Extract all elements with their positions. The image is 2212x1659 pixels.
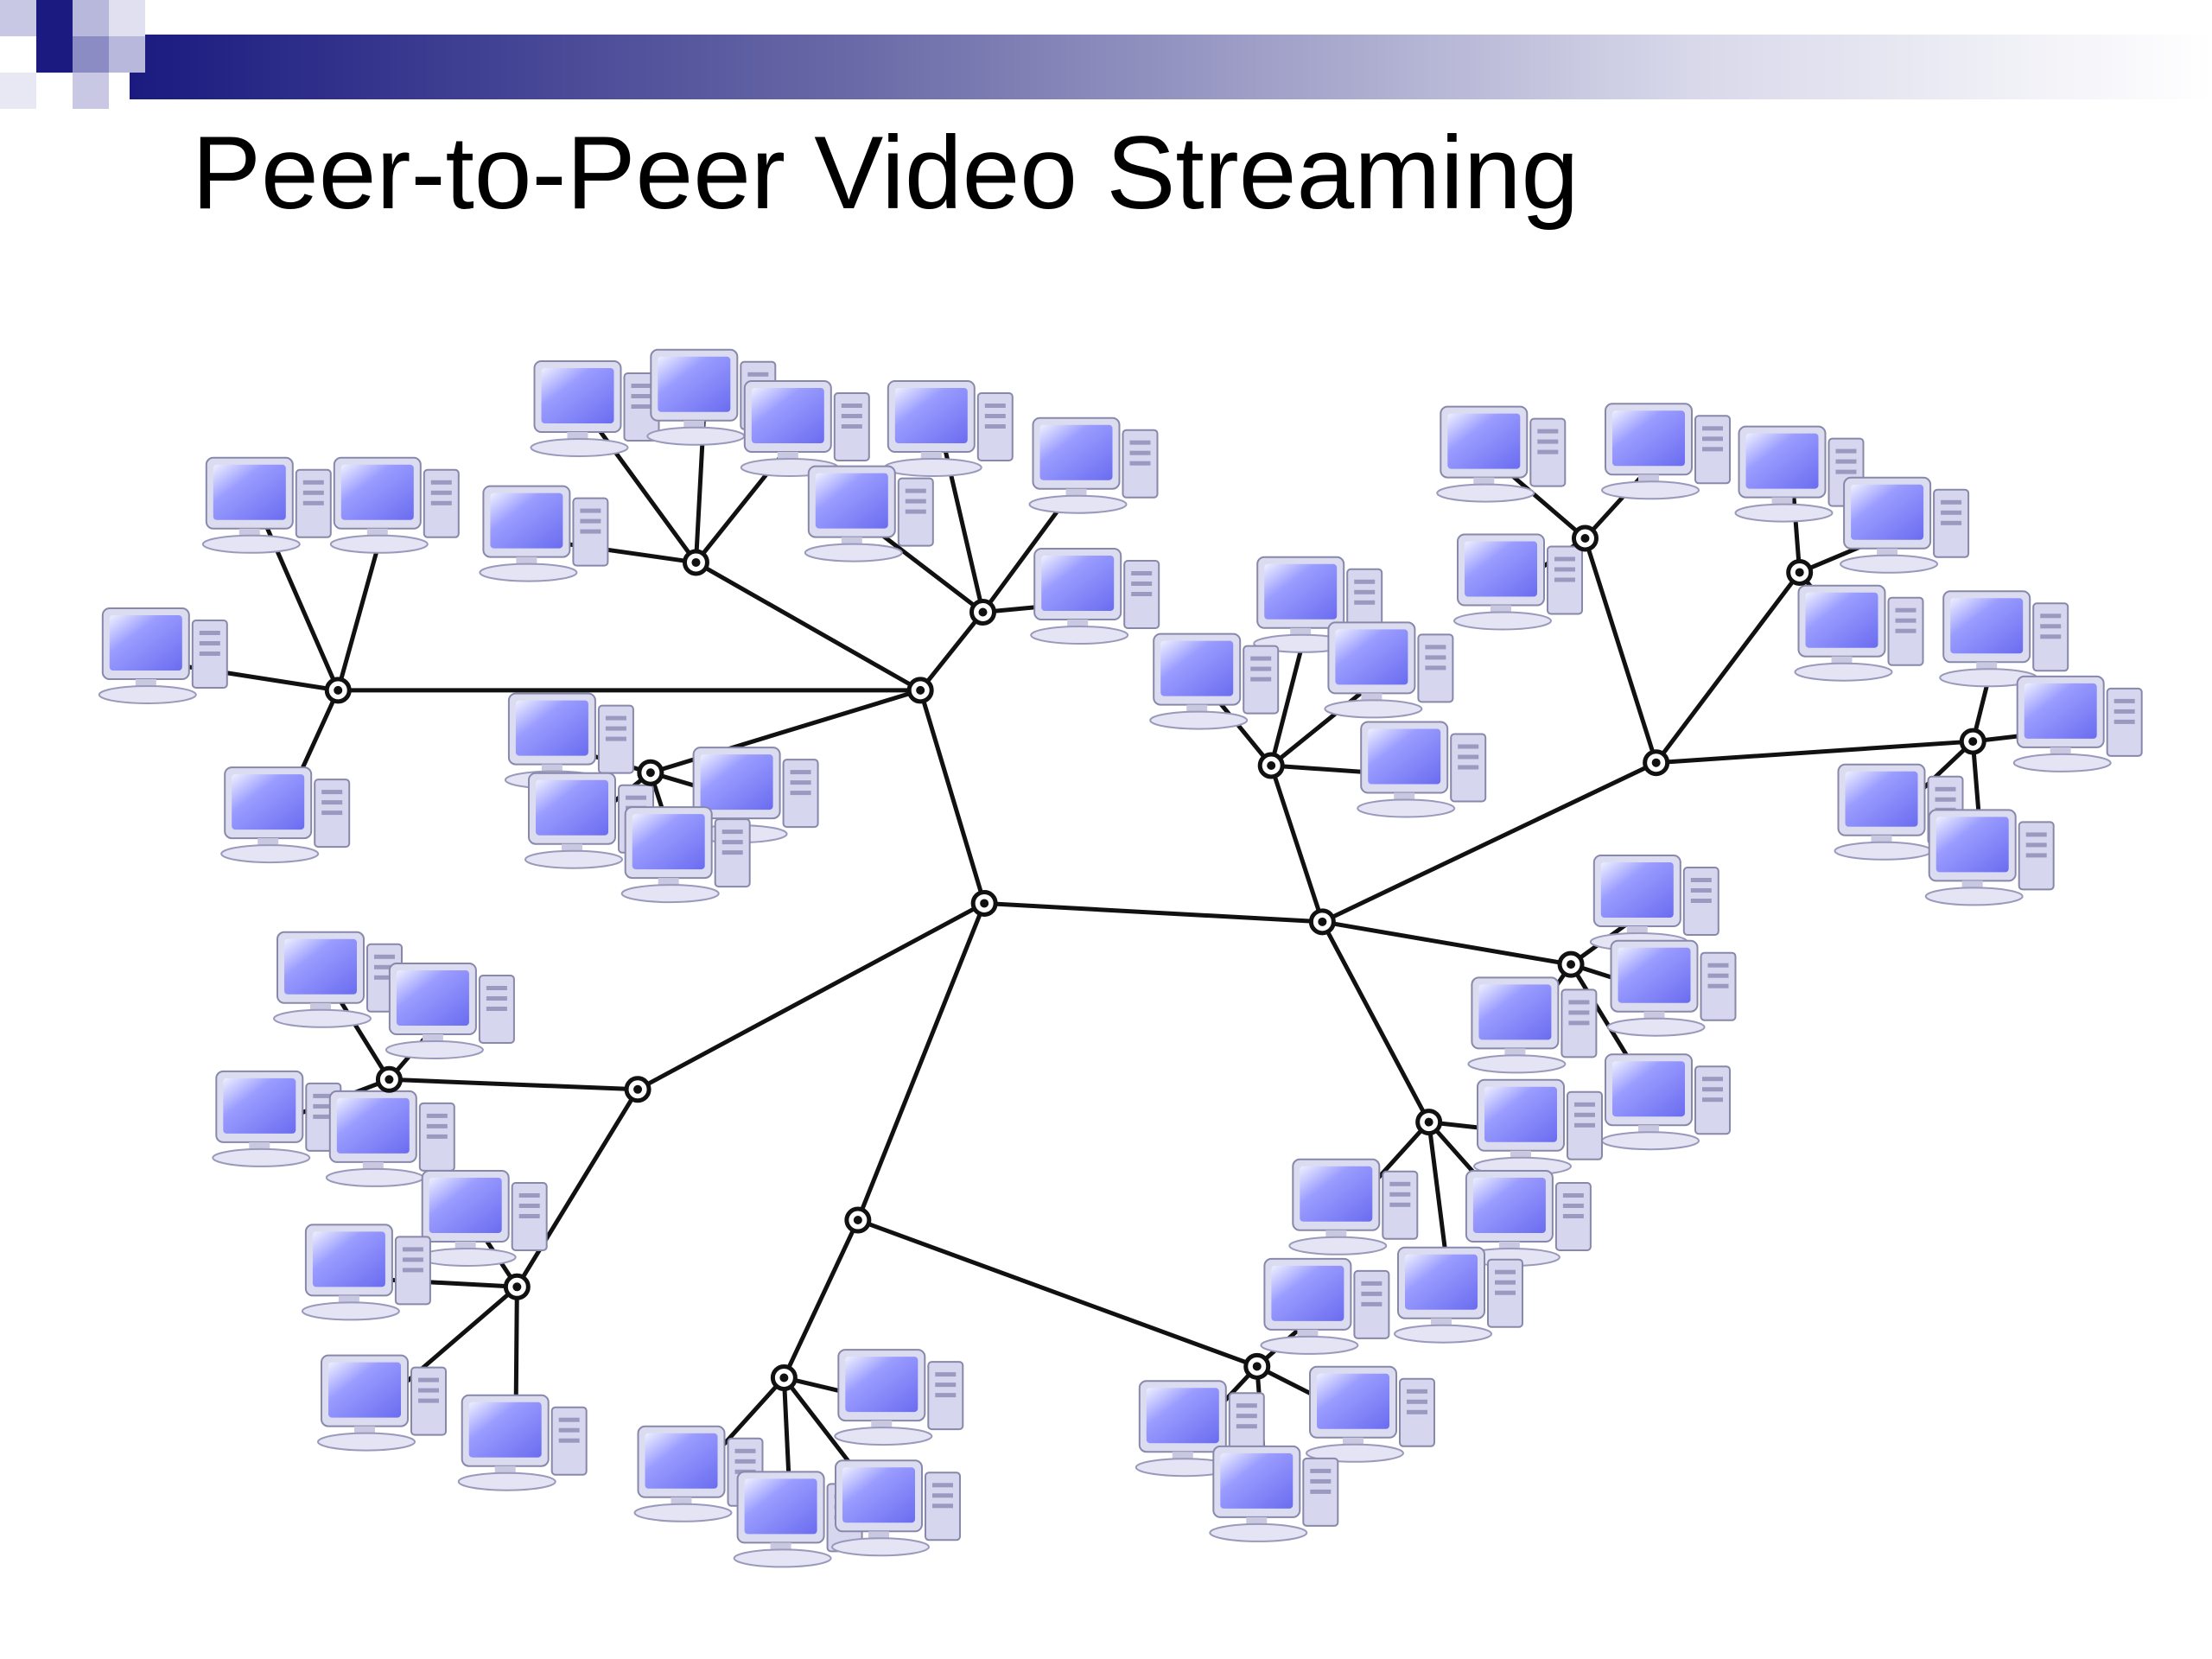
router-node-icon [682, 549, 709, 576]
computer-icon [740, 380, 870, 477]
computer-icon [1589, 855, 1719, 951]
computer-icon [1601, 403, 1731, 500]
router-node-icon [1643, 749, 1670, 777]
title-square-8 [109, 0, 145, 36]
computer-icon [804, 465, 934, 563]
title-square-3 [73, 0, 109, 36]
router-node-icon [324, 677, 352, 704]
backbone-link-2 [693, 560, 923, 693]
title-decoration [0, 0, 2212, 109]
computer-icon [883, 380, 1014, 477]
computer-icon [831, 1459, 961, 1557]
peer-link-5 [586, 412, 698, 565]
router-node-icon [1257, 752, 1285, 779]
title-square-7 [73, 73, 109, 109]
title-square-2 [36, 0, 73, 36]
computer-icon [1028, 416, 1159, 514]
title-gradient-bar [130, 35, 2212, 99]
backbone-link-8 [1319, 760, 1659, 925]
router-node-icon [1571, 524, 1599, 552]
computer-icon [479, 485, 609, 582]
computer-icon [98, 607, 228, 704]
backbone-link-6 [982, 900, 1325, 925]
computer-icon [1209, 1445, 1339, 1542]
backbone-link-9 [1582, 536, 1659, 766]
router-node-icon [624, 1076, 652, 1103]
computer-icon [1260, 1257, 1390, 1355]
backbone-link-11 [1654, 739, 1975, 766]
computer-icon [1840, 476, 1970, 574]
computer-icon [1288, 1158, 1419, 1255]
router-node-icon [637, 759, 664, 786]
backbone-link-10 [1654, 569, 1802, 766]
router-node-icon [906, 677, 934, 704]
computer-icon [2012, 675, 2143, 772]
page-title: Peer-to-Peer Video Streaming [192, 115, 1580, 231]
router-node-icon [1308, 908, 1336, 936]
computer-icon [620, 806, 751, 904]
computer-icon [1601, 1053, 1731, 1151]
backbone-link-16 [514, 1087, 640, 1289]
router-nodes [324, 524, 1986, 1391]
computer-icon [1794, 584, 1924, 682]
backbone-link-3 [918, 609, 986, 693]
computer-icon [329, 456, 460, 554]
backbone-link-12 [1319, 919, 1573, 967]
computer-icon [1149, 632, 1280, 730]
computer-icon [212, 1070, 342, 1167]
router-node-icon [970, 889, 998, 917]
backbone-link-5 [918, 688, 987, 906]
computer-icon [1467, 976, 1598, 1074]
backbone-link-7 [1268, 763, 1325, 925]
backbone-link-14 [635, 900, 987, 1092]
title-square-1 [0, 0, 36, 36]
computer-icon [1436, 405, 1567, 503]
computer-icon [1939, 590, 2069, 688]
backbone-link-13 [1319, 919, 1432, 1125]
computer-icon [1394, 1246, 1523, 1344]
computer-icon [1473, 1078, 1603, 1176]
peer-computers [98, 348, 2143, 1568]
title-square-5 [73, 36, 109, 73]
computer-icon [530, 360, 660, 457]
computer-icon [220, 766, 351, 864]
title-square-9 [0, 73, 36, 109]
router-node-icon [503, 1273, 531, 1300]
computer-icon [385, 963, 515, 1059]
computer-icon [457, 1394, 588, 1491]
title-square-6 [109, 36, 145, 73]
computer-icon [1453, 533, 1583, 631]
computer-icon [1030, 548, 1160, 645]
backbone-link-19 [855, 1217, 1260, 1369]
backbone-link-15 [386, 1077, 640, 1092]
computer-icon [201, 456, 332, 554]
computer-icon [273, 931, 403, 1028]
computer-icon [834, 1349, 964, 1446]
computer-icon [1357, 721, 1487, 818]
router-node-icon [1415, 1109, 1443, 1136]
computer-icon [1606, 939, 1737, 1037]
router-node-icon [844, 1206, 872, 1234]
computer-icon [301, 1224, 431, 1321]
router-node-icon [1243, 1352, 1271, 1380]
title-square-4 [36, 36, 73, 73]
computer-icon [1924, 809, 2055, 906]
router-node-icon [375, 1065, 403, 1093]
computer-icon [1306, 1365, 1435, 1463]
router-node-icon [1557, 950, 1585, 978]
router-node-icon [1786, 558, 1814, 586]
computer-icon [1324, 621, 1454, 719]
router-node-icon [770, 1363, 798, 1391]
backbone-link-17 [855, 900, 987, 1223]
router-node-icon [969, 598, 997, 626]
computer-icon [417, 1170, 548, 1267]
router-node-icon [1959, 728, 1986, 755]
backbone-link-18 [781, 1217, 861, 1380]
computer-icon [317, 1354, 447, 1452]
